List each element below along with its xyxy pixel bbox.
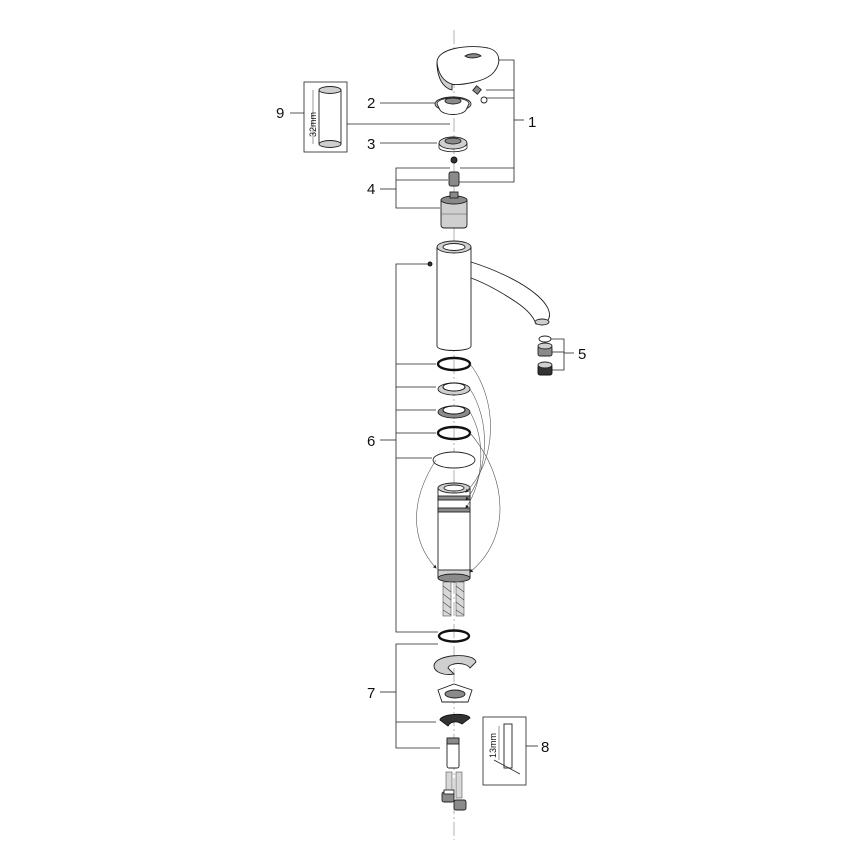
- spanner-tool: 13mm: [482, 716, 527, 786]
- bush-size-label: 32mm: [308, 112, 318, 137]
- callout-8: 8: [541, 739, 549, 756]
- callout-2: 2: [367, 95, 375, 112]
- assembly-arrows: [416, 363, 501, 573]
- cover-cap: [434, 96, 472, 115]
- callout-4: 4: [367, 181, 375, 198]
- callout-6: 6: [367, 433, 375, 450]
- callout-5: 5: [578, 346, 586, 363]
- wrench-size-label: 13mm: [488, 733, 498, 758]
- mounting-set: [433, 629, 477, 769]
- o-ring-set: [432, 356, 476, 469]
- cartridge-group: [440, 156, 468, 229]
- connection-hoses: [441, 771, 467, 811]
- lever-handle: [436, 46, 500, 104]
- callout-7: 7: [367, 685, 375, 702]
- leader-lines: [290, 59, 574, 749]
- threaded-shank: [437, 482, 471, 583]
- callout-9: 9: [276, 105, 284, 122]
- callout-1: 1: [528, 114, 536, 131]
- clamping-ring: [438, 136, 468, 153]
- callout-3: 3: [367, 136, 375, 153]
- bush-tool: 32mm: [303, 81, 348, 153]
- aerator-set: [537, 335, 553, 376]
- spout-body: [427, 240, 550, 351]
- flexible-hoses: [442, 581, 465, 617]
